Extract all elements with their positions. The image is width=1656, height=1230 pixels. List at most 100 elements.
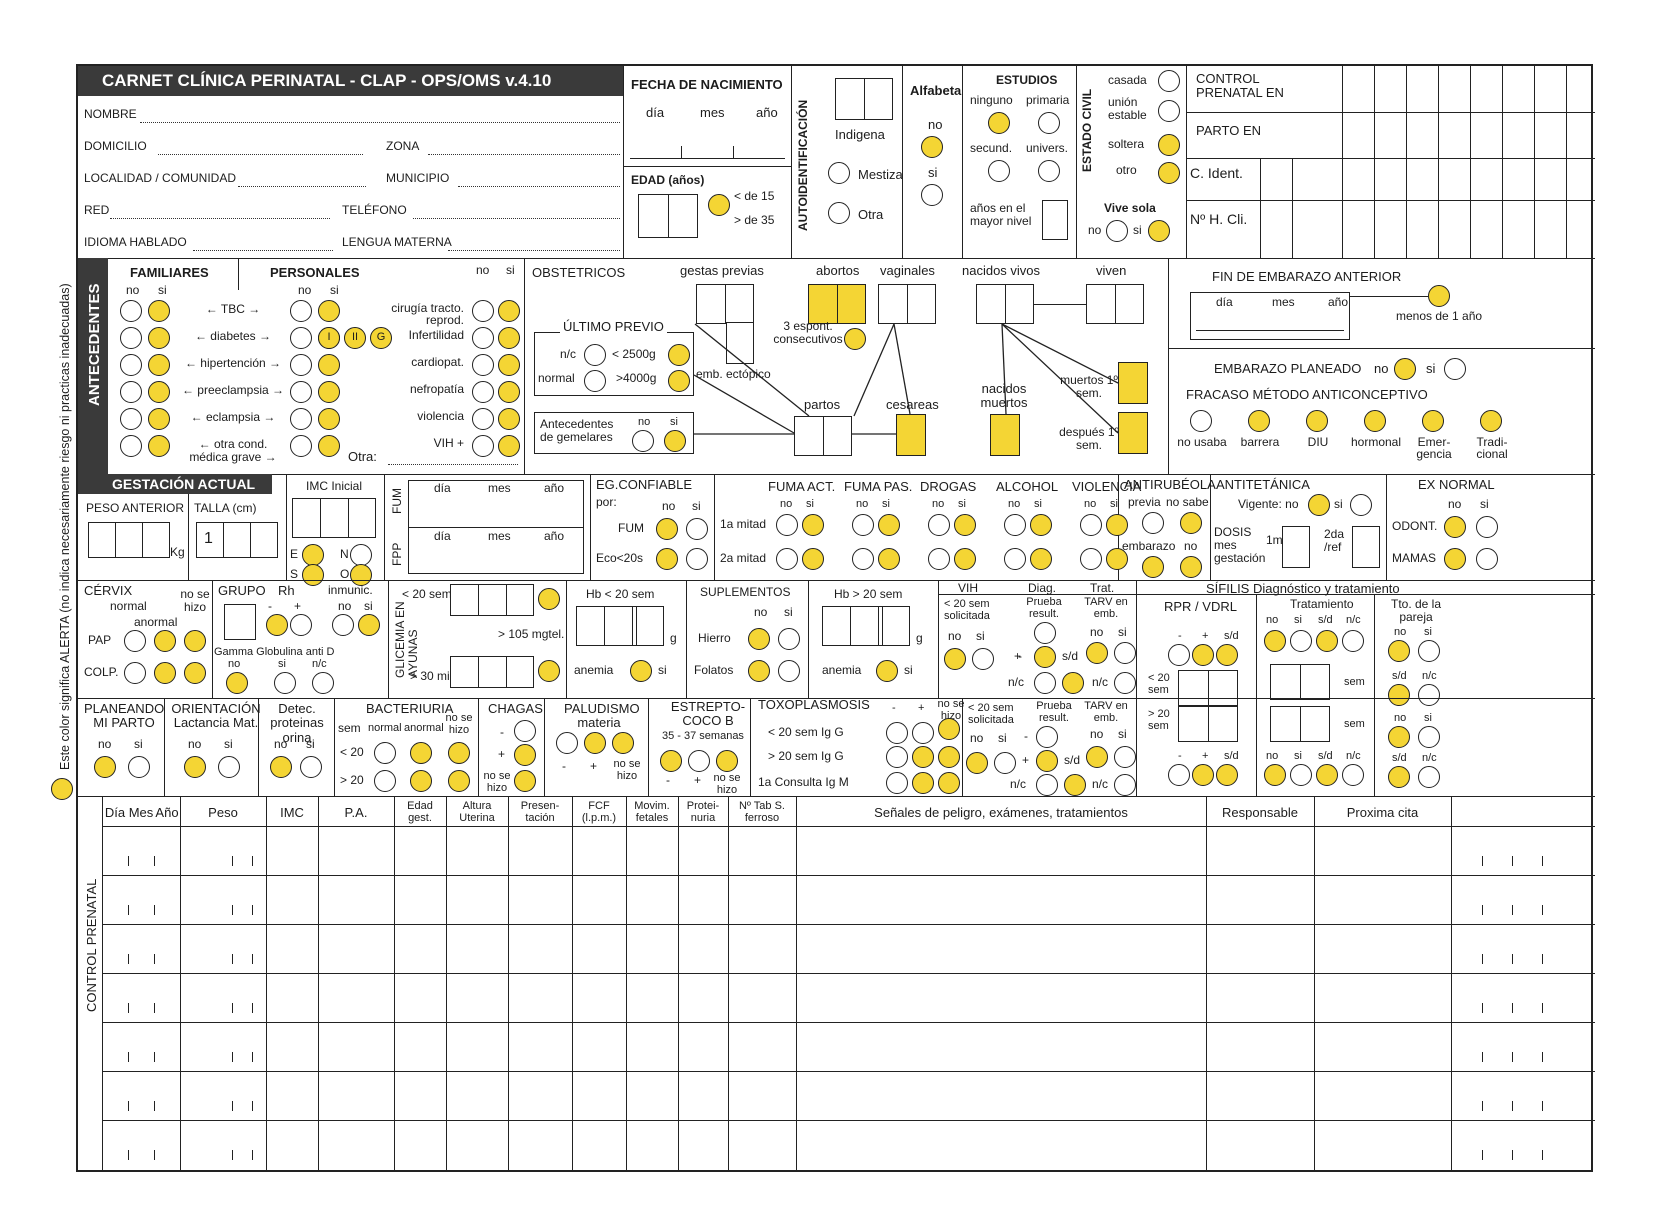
habit-1-si[interactable] <box>878 514 900 536</box>
right-no[interactable] <box>472 327 494 349</box>
habit-2-si[interactable] <box>878 548 900 570</box>
habit-2-no[interactable] <box>1004 548 1026 570</box>
field-telefono-label: TELÉFONO <box>342 203 407 217</box>
personal-no[interactable] <box>290 327 312 349</box>
familiar-no[interactable] <box>120 327 142 349</box>
next-tick <box>1482 856 1483 866</box>
personal-no[interactable] <box>290 381 312 403</box>
familiar-no[interactable] <box>120 354 142 376</box>
method-circle[interactable] <box>1190 410 1212 432</box>
familiar-no[interactable] <box>120 381 142 403</box>
weight-tick <box>252 905 253 915</box>
alfabeta-no[interactable] <box>921 136 943 158</box>
right-si[interactable] <box>498 408 520 430</box>
personal-no[interactable] <box>290 435 312 457</box>
table-row-line <box>102 1120 1595 1121</box>
age-alert-circle[interactable] <box>708 194 730 216</box>
alert-legend-text: Este color significa ALERTA (no indica n… <box>58 283 72 770</box>
habit-2-no[interactable] <box>1080 548 1102 570</box>
table-header: Peso <box>208 805 238 820</box>
habit-1-no[interactable] <box>1004 514 1026 536</box>
antecedent-label: ← hipertención → <box>184 356 282 370</box>
familiar-si[interactable] <box>148 381 170 403</box>
antecedent-right-label: cirugía tracto. reprod. <box>391 301 464 327</box>
personal-no[interactable] <box>290 408 312 430</box>
personal-si[interactable] <box>318 408 340 430</box>
right-si[interactable] <box>498 354 520 376</box>
habit-1-no[interactable] <box>852 514 874 536</box>
personal-no[interactable] <box>290 300 312 322</box>
right-si[interactable] <box>498 327 520 349</box>
familiar-no[interactable] <box>120 300 142 322</box>
diabetes-type-I[interactable]: I <box>318 327 340 349</box>
vive-sola-si[interactable] <box>1148 220 1170 242</box>
alfabeta-si[interactable] <box>921 184 943 206</box>
right-no[interactable] <box>472 354 494 376</box>
next-tick <box>1512 1052 1513 1062</box>
primaria-circle[interactable] <box>1038 112 1060 134</box>
ninguno-circle[interactable] <box>988 112 1010 134</box>
antecedent-right-label: violencia <box>417 409 464 423</box>
personal-si[interactable] <box>318 381 340 403</box>
habit-1-si[interactable] <box>1030 514 1052 536</box>
date-tick <box>180 1003 181 1013</box>
right-no[interactable] <box>472 381 494 403</box>
familiar-si[interactable] <box>148 300 170 322</box>
habit-1-no[interactable] <box>776 514 798 536</box>
right-no[interactable] <box>472 408 494 430</box>
weight-tick <box>232 1003 233 1013</box>
otro-civil-circle[interactable] <box>1158 162 1180 184</box>
right-no[interactable] <box>472 300 494 322</box>
diabetes-type-G[interactable]: G <box>370 327 392 349</box>
otra-circle[interactable] <box>828 202 850 224</box>
mestiza-circle[interactable] <box>828 162 850 184</box>
habit-2-si[interactable] <box>802 548 824 570</box>
familiar-no[interactable] <box>120 435 142 457</box>
familiar-si[interactable] <box>148 327 170 349</box>
habit-1-no[interactable] <box>1080 514 1102 536</box>
method-label: hormonal <box>1350 435 1402 449</box>
casada-circle[interactable] <box>1158 70 1180 92</box>
right-si[interactable] <box>498 381 520 403</box>
table-col-line <box>508 796 509 1172</box>
personal-si[interactable] <box>318 435 340 457</box>
personal-no[interactable] <box>290 354 312 376</box>
right-no[interactable] <box>472 435 494 457</box>
univers-circle[interactable] <box>1038 160 1060 182</box>
habit-1-no[interactable] <box>928 514 950 536</box>
habit-2-no[interactable] <box>776 548 798 570</box>
union-circle[interactable] <box>1158 100 1180 122</box>
habit-2-no[interactable] <box>928 548 950 570</box>
method-circle[interactable] <box>1480 410 1502 432</box>
personal-si[interactable] <box>318 300 340 322</box>
personal-si[interactable] <box>318 354 340 376</box>
right-si[interactable] <box>498 300 520 322</box>
habit-no: no <box>1084 498 1097 510</box>
date-tick <box>154 954 155 964</box>
method-circle[interactable] <box>1306 410 1328 432</box>
method-circle[interactable] <box>1248 410 1270 432</box>
habit-2-si[interactable] <box>954 548 976 570</box>
habit-2-no[interactable] <box>852 548 874 570</box>
vive-sola-no[interactable] <box>1106 220 1128 242</box>
familiar-si[interactable] <box>148 435 170 457</box>
method-circle[interactable] <box>1364 410 1386 432</box>
weight-tick <box>232 1101 233 1111</box>
soltera-circle[interactable] <box>1158 134 1180 156</box>
date-tick <box>128 954 129 964</box>
diabetes-type-II[interactable]: II <box>344 327 366 349</box>
familiar-si[interactable] <box>148 354 170 376</box>
method-circle[interactable] <box>1422 410 1444 432</box>
habit-2-si[interactable] <box>1106 548 1128 570</box>
familiar-si[interactable] <box>148 408 170 430</box>
habit-1-si[interactable] <box>954 514 976 536</box>
table-col-line <box>318 796 319 1172</box>
familiar-no[interactable] <box>120 408 142 430</box>
habit-1-si[interactable] <box>1106 514 1128 536</box>
habit-2-si[interactable] <box>1030 548 1052 570</box>
habit-1-si[interactable] <box>802 514 824 536</box>
secund-circle[interactable] <box>988 160 1010 182</box>
field-municipio-label: MUNICIPIO <box>386 171 450 185</box>
right-si[interactable] <box>498 435 520 457</box>
method-label: DIU <box>1307 435 1329 449</box>
